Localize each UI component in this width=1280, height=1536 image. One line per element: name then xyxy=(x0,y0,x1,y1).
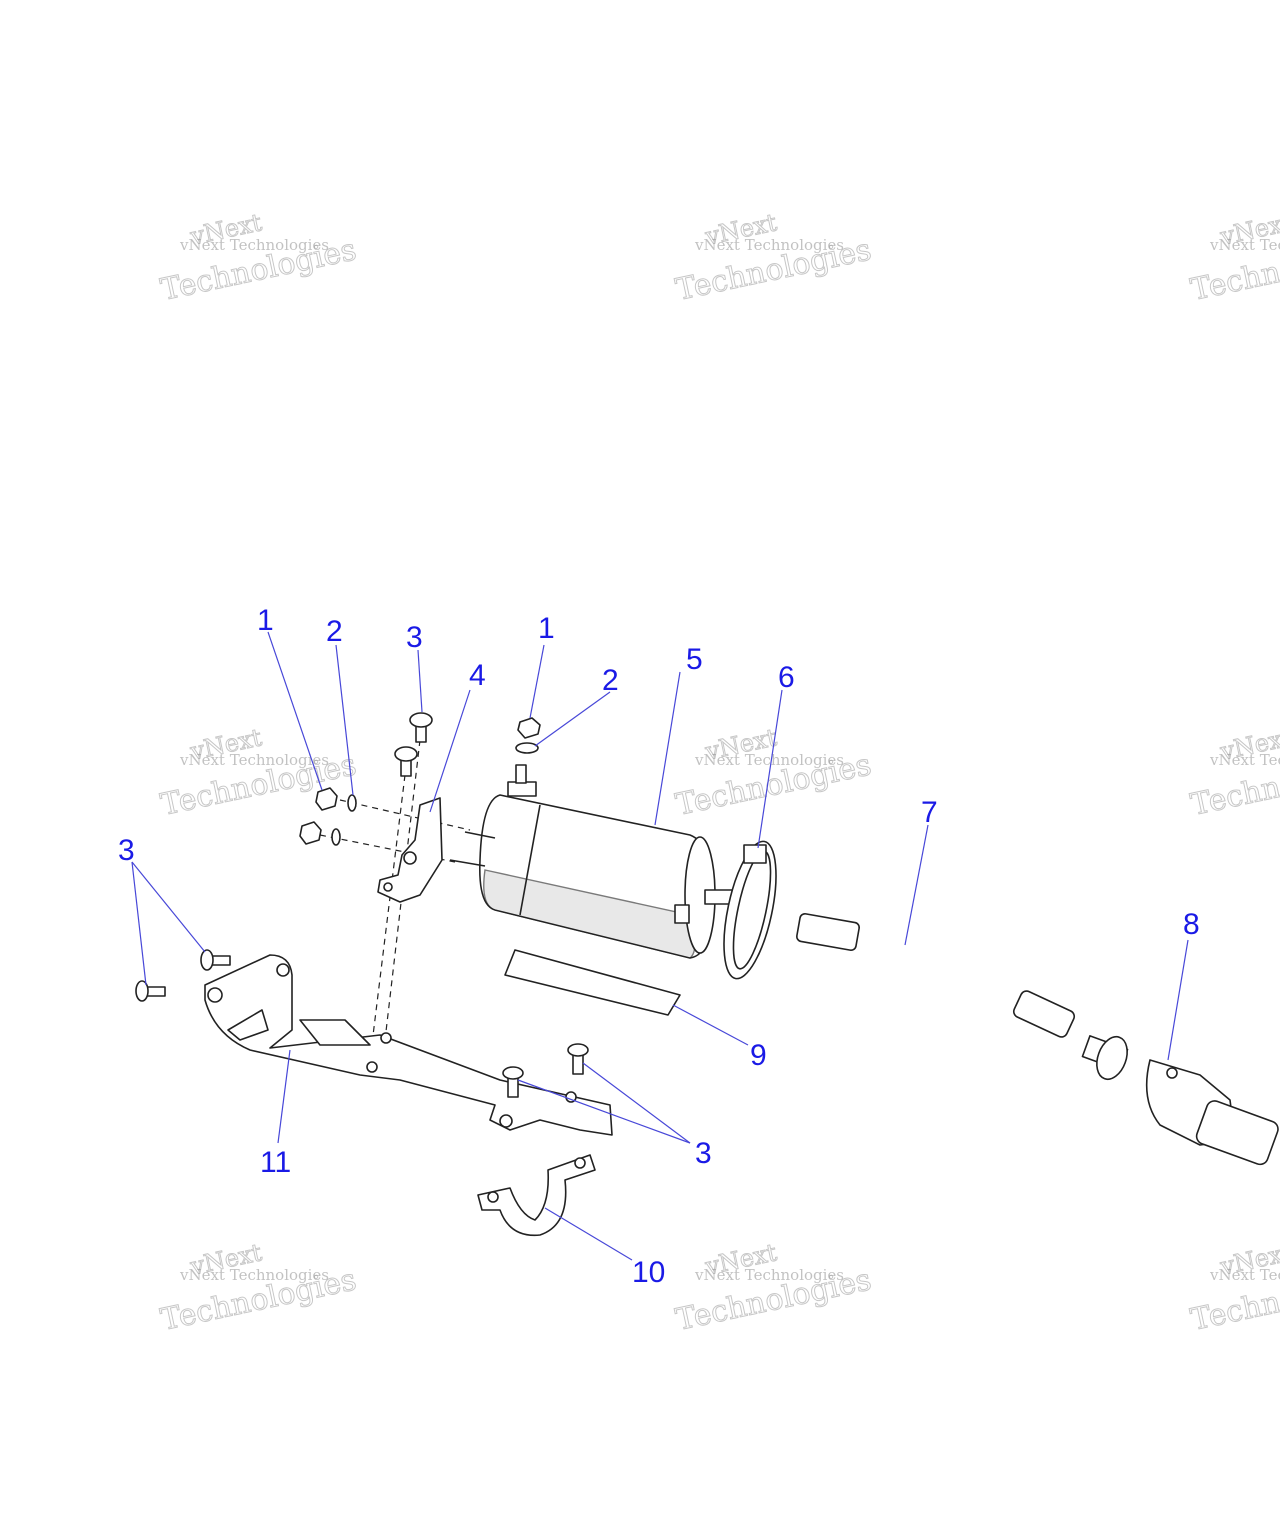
callout-2[interactable]: 2 xyxy=(326,615,343,648)
nut-part-1 xyxy=(299,821,322,845)
watermark-9: vNext vNext Technologies Technologies xyxy=(1187,1238,1280,1339)
callout-8[interactable]: 8 xyxy=(1183,908,1200,941)
screw-part-3 xyxy=(502,1066,524,1098)
callout-3[interactable]: 3 xyxy=(406,621,423,654)
watermark-text: vNext Technologies xyxy=(179,1266,329,1284)
watermark-7: vNext vNext Technologies Technologies xyxy=(157,1238,359,1339)
washer-part-2 xyxy=(347,794,357,812)
screw-part-3 xyxy=(567,1043,589,1075)
callout-1[interactable]: 1 xyxy=(257,604,274,637)
watermark-2: vNext vNext Technologies Technologies xyxy=(672,208,874,309)
clamp-ring-part-6 xyxy=(723,840,777,980)
callout-7[interactable]: 7 xyxy=(921,796,938,829)
pad-part-9 xyxy=(504,949,681,1016)
screw-part-3 xyxy=(409,712,433,743)
watermark-group: vNext vNext Technologies Technologies vN… xyxy=(157,208,1280,1339)
nut-part-1 xyxy=(517,717,541,739)
watermark-text: vNext Technologies xyxy=(694,751,844,769)
watermark-text: vNext Technologies xyxy=(179,236,329,254)
watermark-text: vNext Technologies xyxy=(694,236,844,254)
starter-motor-part-5 xyxy=(449,764,736,959)
callout-4[interactable]: 4 xyxy=(469,659,486,692)
hardware-group xyxy=(135,712,589,1098)
strap-clamp-part-10 xyxy=(477,1154,596,1237)
callout-3[interactable]: 3 xyxy=(695,1137,712,1170)
washer-part-2 xyxy=(331,828,341,846)
callout-9[interactable]: 9 xyxy=(750,1039,767,1072)
callout-labels: 1 2 3 4 1 2 5 6 7 8 3 9 11 3 10 xyxy=(118,604,1200,1289)
watermark-text: vNext Technologies xyxy=(1209,751,1280,769)
watermark-text: vNext Technologies xyxy=(1209,236,1280,254)
callout-5[interactable]: 5 xyxy=(686,643,703,676)
watermark-8: vNext vNext Technologies Technologies xyxy=(672,1238,874,1339)
starter-drive-part-8 xyxy=(1081,1035,1279,1166)
terminal-bracket-part-4 xyxy=(377,797,443,903)
watermark-text: vNext Technologies xyxy=(1209,1266,1280,1284)
cable-part-7 xyxy=(796,912,1076,1038)
callout-6[interactable]: 6 xyxy=(778,661,795,694)
callout-10[interactable]: 10 xyxy=(632,1256,665,1289)
screw-part-3 xyxy=(135,980,166,1002)
watermark-6: vNext vNext Technologies Technologies xyxy=(1187,723,1280,824)
callout-3[interactable]: 3 xyxy=(118,834,135,867)
callout-11[interactable]: 11 xyxy=(260,1146,291,1179)
nut-part-1 xyxy=(315,787,338,811)
leader-lines xyxy=(131,631,1189,1261)
washer-part-2 xyxy=(515,742,539,754)
watermark-1: vNext vNext Technologies Technologies xyxy=(157,208,359,309)
screw-part-3 xyxy=(394,746,418,777)
callout-1[interactable]: 1 xyxy=(538,612,555,645)
watermark-5: vNext vNext Technologies Technologies xyxy=(672,723,874,824)
watermark-text: vNext Technologies xyxy=(694,1266,844,1284)
watermark-3: vNext vNext Technologies Technologies xyxy=(1187,208,1280,309)
screw-part-3 xyxy=(200,949,231,971)
callout-2[interactable]: 2 xyxy=(602,664,619,697)
watermark-text: vNext Technologies xyxy=(179,751,329,769)
